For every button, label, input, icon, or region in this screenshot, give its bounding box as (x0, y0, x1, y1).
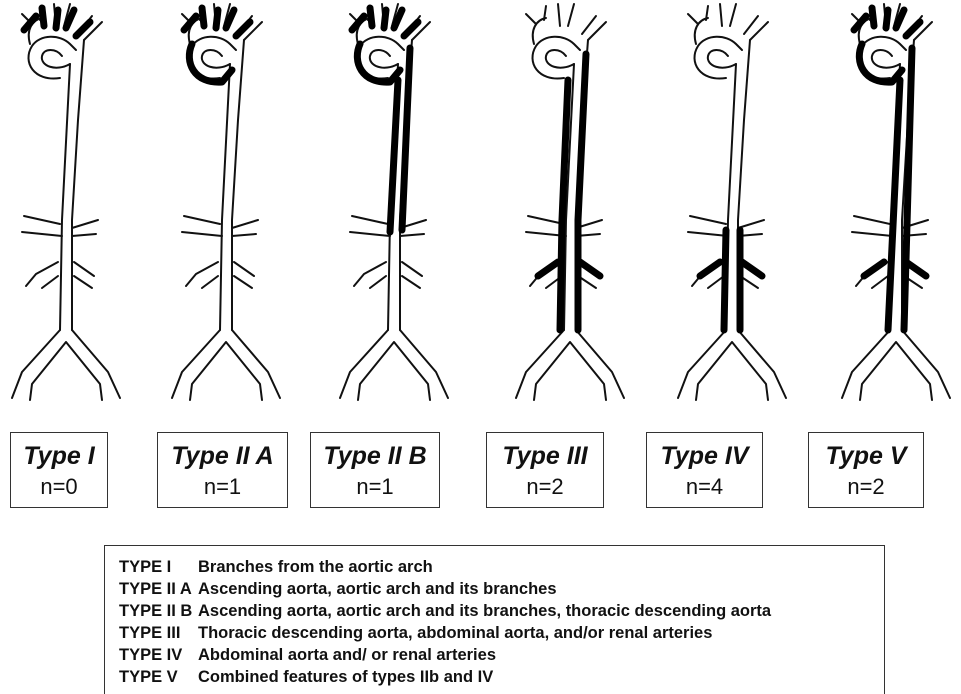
aorta-diagram-type-v (842, 4, 950, 400)
aorta-diagram-type-iv (678, 4, 786, 400)
affected-branches (24, 8, 90, 36)
legend-code: TYPE II B (119, 600, 198, 622)
type-box-i: Type I n=0 (10, 432, 108, 508)
type-name: Type V (809, 442, 923, 470)
type-box-iii: Type III n=2 (486, 432, 604, 508)
type-count: n=4 (647, 474, 762, 500)
type-count: n=1 (311, 474, 439, 500)
legend-description: Ascending aorta, aortic arch and its bra… (198, 602, 771, 620)
type-name: Type I (11, 442, 107, 470)
legend-code: TYPE II A (119, 578, 198, 600)
affected-abdominal-and-renal (700, 230, 762, 330)
legend-code: TYPE V (119, 666, 198, 688)
type-count: n=0 (11, 474, 107, 500)
type-name: Type II B (311, 442, 439, 470)
legend-code: TYPE III (119, 622, 198, 644)
type-count: n=1 (158, 474, 287, 500)
type-name: Type II A (158, 442, 287, 470)
legend-code: TYPE I (119, 556, 198, 578)
legend-description: Branches from the aortic arch (198, 558, 433, 576)
affected-combined (854, 8, 926, 330)
legend-description: Abdominal aorta and/ or renal arteries (198, 646, 496, 664)
affected-arch-and-branches (184, 8, 250, 82)
aorta-diagram-type-iii (516, 4, 624, 400)
aorta-diagram-type-iia (172, 4, 280, 400)
legend-description: Combined features of types IIb and IV (198, 668, 493, 686)
type-box-iia: Type II A n=1 (157, 432, 288, 508)
affected-descending-and-renal (538, 54, 600, 330)
aorta-diagrams (0, 0, 961, 430)
type-box-iib: Type II B n=1 (310, 432, 440, 508)
legend-code: TYPE IV (119, 644, 198, 666)
type-count: n=2 (809, 474, 923, 500)
aorta-diagram-type-iib (340, 4, 448, 400)
type-box-v: Type V n=2 (808, 432, 924, 508)
legend-description: Ascending aorta, aortic arch and its bra… (198, 580, 557, 598)
type-box-iv: Type IV n=4 (646, 432, 763, 508)
legend-description: Thoracic descending aorta, abdominal aor… (198, 624, 712, 642)
aorta-diagram-type-i (12, 4, 120, 400)
type-name: Type III (487, 442, 603, 470)
type-count: n=2 (487, 474, 603, 500)
type-name: Type IV (647, 442, 762, 470)
affected-arch-and-thoracic (352, 8, 418, 232)
